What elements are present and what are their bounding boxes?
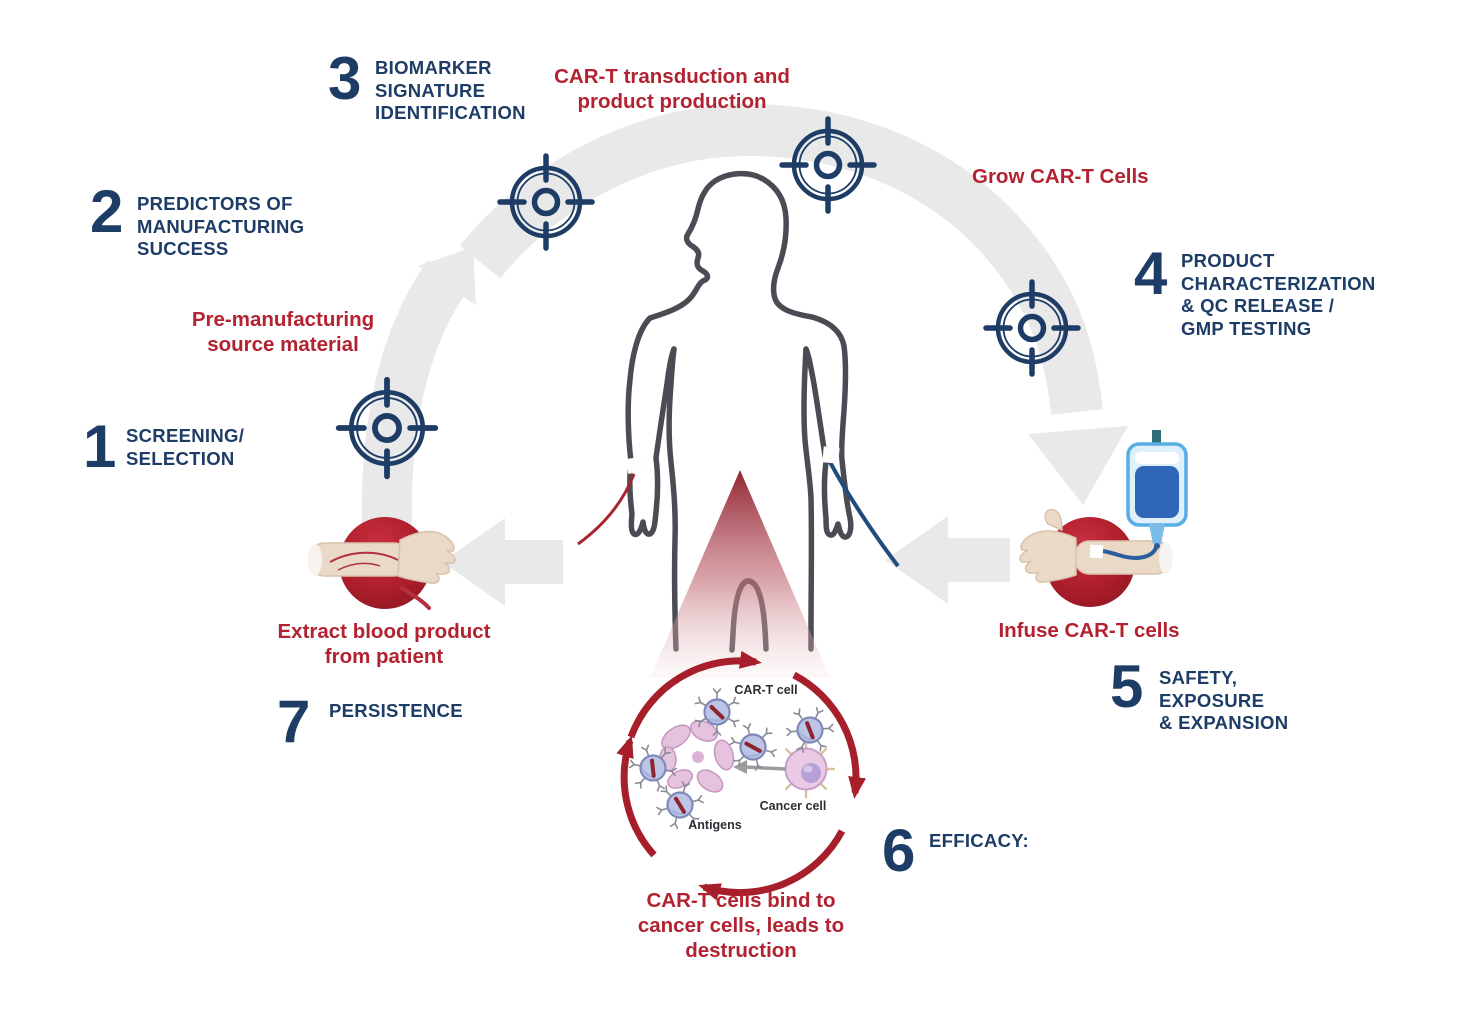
step-2-number: 2: [90, 178, 124, 245]
step-7-number: 7: [277, 688, 311, 755]
cancer-cell-icon: [776, 739, 836, 799]
step-4-number: 4: [1134, 240, 1168, 307]
blood-draw-arm-icon: [308, 517, 456, 610]
step-3-line: SIGNATURE: [375, 79, 486, 101]
step-6-label: EFFICACY:: [929, 830, 1029, 853]
step-6-line: EFFICACY:: [929, 830, 1029, 851]
zoom-beam: [650, 470, 830, 678]
annotation-bind: CAR-T cells bind to cancer cells, leads …: [591, 888, 891, 963]
infuse-left-arrow: [885, 516, 1010, 604]
infusion-arm-icon: [1019, 430, 1188, 607]
step-3-line: BIOMARKER: [375, 57, 492, 78]
annotation-line: Pre-manufacturing: [191, 308, 375, 331]
annotation-line: cancer cells, leads to: [637, 914, 845, 937]
step-5-line: & EXPANSION: [1159, 712, 1289, 733]
annotation-grow: Grow CAR-T Cells: [972, 165, 1149, 188]
step-3-line: IDENTIFICATION: [375, 102, 526, 123]
iv-bag-icon: [1097, 430, 1188, 560]
step-5-line: SAFETY,: [1159, 667, 1238, 688]
step-1-line: SCREENING/: [126, 425, 245, 446]
annotation-transduction: CAR-T transduction and product productio…: [512, 64, 832, 114]
wrist-ports: [577, 446, 900, 568]
step-4-label: PRODUCT CHARACTERIZATION & QC RELEASE / …: [1181, 250, 1376, 340]
step-3-label: BIOMARKER SIGNATURE IDENTIFICATION: [375, 57, 526, 125]
annotation-line: from patient: [324, 645, 444, 668]
right-wrist-patch: [822, 446, 840, 464]
annotation-infuse: Infuse CAR-T cells: [998, 619, 1180, 642]
attack-arrow: [733, 760, 787, 774]
step-2-line: PREDICTORS OF: [137, 193, 293, 214]
step-6-number: 6: [882, 817, 916, 884]
annotation-line: source material: [207, 333, 359, 356]
iv-port-patch: [1089, 544, 1104, 559]
annotation-line: CAR-T cells bind to: [646, 889, 836, 912]
step-7-line: PERSISTENCE: [329, 700, 463, 721]
step-7-label: PERSISTENCE: [329, 700, 463, 723]
step-5-label: SAFETY, EXPOSURE & EXPANSION: [1159, 667, 1288, 735]
step-5-number: 5: [1110, 653, 1144, 720]
step-2-line: MANUFACTURING: [137, 215, 305, 237]
step-1-number: 1: [83, 413, 117, 480]
extract-left-arrow: [442, 518, 563, 606]
arc-down-arrowhead: [1028, 426, 1128, 505]
cancer-cell-label: Cancer cell: [759, 799, 827, 813]
annotation-line: CAR-T transduction and: [554, 65, 790, 88]
annotation-line: destruction: [685, 939, 797, 962]
annotation-pre-manufacturing: Pre-manufacturing source material: [133, 307, 433, 357]
cell-interaction-circle: [628, 665, 852, 889]
cycle-arrows-icon: [616, 650, 867, 901]
step-2-line: SUCCESS: [137, 238, 229, 259]
step-1-line: SELECTION: [126, 447, 235, 469]
annotation-line: Extract blood product: [277, 620, 491, 643]
step-4-line: PRODUCT: [1181, 250, 1275, 271]
up-arrowhead: [418, 247, 476, 305]
car-t-cell-label: CAR-T cell: [734, 683, 798, 697]
step-4-line: GMP TESTING: [1181, 317, 1312, 339]
flow-up-segment: [361, 247, 476, 526]
step-3-number: 3: [328, 45, 362, 112]
step-4-line: & QC RELEASE /: [1181, 295, 1335, 316]
left-wrist-patch: [626, 456, 644, 474]
step-5-line: EXPOSURE: [1159, 689, 1265, 711]
step-2-label: PREDICTORS OF MANUFACTURING SUCCESS: [137, 193, 304, 261]
antigens-label: Antigens: [688, 818, 742, 832]
annotation-line: product production: [577, 90, 767, 113]
step-4-line: CHARACTERIZATION: [1181, 272, 1376, 294]
annotation-extract: Extract blood product from patient: [234, 619, 534, 669]
step-1-label: SCREENING/ SELECTION: [126, 425, 244, 470]
